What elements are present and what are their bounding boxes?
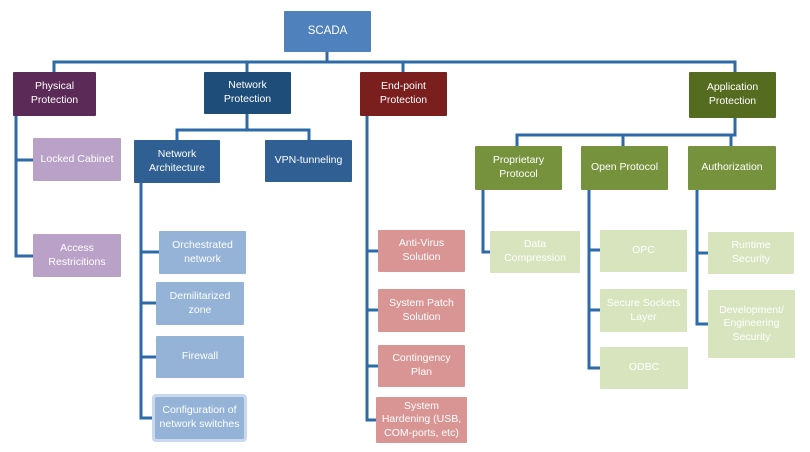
orchestrated-network-node: Orchestrated network	[159, 231, 246, 274]
network-architecture-node: Network Architecture	[134, 140, 220, 183]
endpoint-protection-node: End-point Protection	[360, 72, 447, 116]
application-protection-node: Application Protection	[689, 72, 776, 118]
network-protection-node: Network Protection	[204, 72, 291, 114]
configuration-network-switches-node: Configuration of network switches	[152, 394, 247, 442]
authorization-node: Authorization	[688, 146, 776, 190]
physical-protection-node: Physical Protection	[13, 72, 96, 116]
odbc-node: ODBC	[600, 347, 688, 389]
vpn-tunneling-node: VPN-tunneling	[265, 140, 352, 182]
runtime-security-node: Runtime Security	[708, 232, 794, 274]
opc-node: OPC	[600, 230, 687, 272]
scada-root-node: SCADA	[284, 11, 371, 52]
contingency-plan-node: Contingency Plan	[378, 345, 465, 387]
secure-sockets-layer-node: Secure Sockets Layer	[600, 289, 687, 332]
anti-virus-solution-node: Anti-Virus Solution	[378, 230, 465, 272]
system-hardening-node: System Hardening (USB, COM-ports, etc)	[376, 397, 467, 443]
open-protocol-node: Open Protocol	[581, 146, 668, 190]
locked-cabinet-node: Locked Cabinet	[33, 138, 121, 181]
development-engineering-security-node: Development/ Engineering Security	[708, 290, 795, 358]
system-patch-solution-node: System Patch Solution	[378, 289, 465, 332]
firewall-node: Firewall	[156, 336, 244, 378]
data-compression-node: Data Compression	[490, 231, 580, 273]
proprietary-protocol-node: Proprietary Protocol	[475, 146, 562, 190]
access-restrictions-node: Access Restricitions	[33, 234, 121, 277]
demilitarized-zone-node: Demilitarized zone	[156, 282, 244, 325]
